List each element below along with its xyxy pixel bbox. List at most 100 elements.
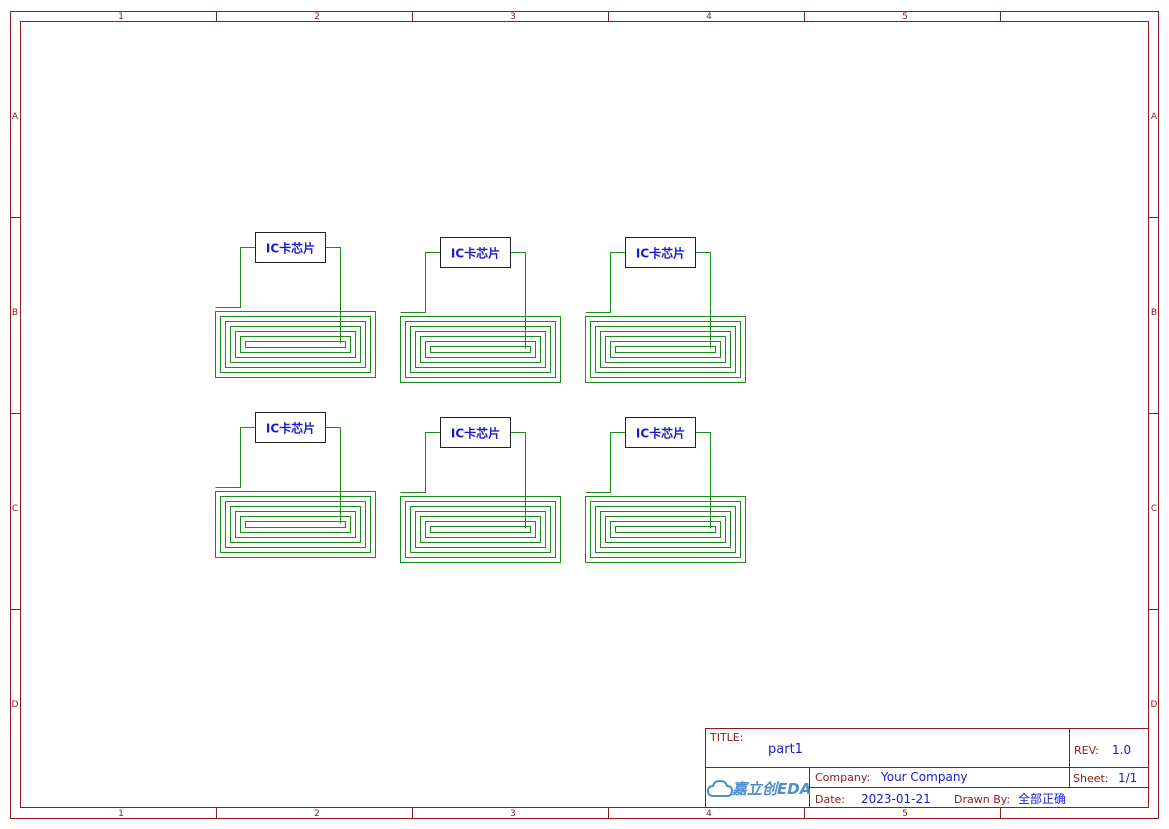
lead-wire bbox=[510, 252, 526, 349]
title-value: part1 bbox=[768, 742, 803, 757]
lead-wire bbox=[215, 247, 256, 308]
coil-loop bbox=[225, 501, 366, 548]
coil-loop bbox=[605, 516, 726, 543]
circuit-area: IC卡芯片 IC卡芯片 IC卡芯片 IC卡芯片 IC卡芯片 IC卡芯片 bbox=[215, 232, 746, 563]
coil-loop bbox=[400, 496, 561, 563]
logo-text: 嘉立创EDA bbox=[731, 780, 811, 798]
chip-label: IC卡芯片 bbox=[636, 426, 685, 441]
coil-loop bbox=[590, 501, 741, 558]
coil-loop bbox=[410, 326, 551, 373]
coil-loop bbox=[245, 341, 346, 348]
coil-loop bbox=[605, 336, 726, 363]
coil-loop bbox=[420, 336, 541, 363]
chip-box[interactable] bbox=[255, 232, 326, 263]
row-label-left: D bbox=[12, 700, 19, 710]
chip-box[interactable] bbox=[255, 412, 326, 443]
drawn-by-label: Drawn By: bbox=[954, 793, 1010, 806]
zone-labels: 1 2 3 4 5 1 2 3 4 5 A B C D A B C D bbox=[12, 12, 1158, 819]
col-label-top: 3 bbox=[510, 12, 516, 22]
lead-wire bbox=[585, 252, 626, 313]
coil-loop bbox=[405, 321, 556, 378]
coil-loop bbox=[225, 321, 366, 368]
col-label-bottom: 2 bbox=[314, 809, 320, 819]
row-label-left: B bbox=[12, 308, 18, 318]
company-label: Company: bbox=[815, 771, 870, 784]
row-label-right: C bbox=[1151, 504, 1157, 514]
chip-label: IC卡芯片 bbox=[266, 421, 315, 436]
chip-box[interactable] bbox=[625, 417, 696, 448]
lead-wire bbox=[325, 427, 341, 524]
coil-circuit: IC卡芯片 bbox=[400, 417, 561, 563]
col-label-bottom: 4 bbox=[706, 809, 712, 819]
coil-loop bbox=[600, 331, 731, 368]
chip-box[interactable] bbox=[440, 417, 511, 448]
col-label-bottom: 5 bbox=[902, 809, 908, 819]
coil-loop bbox=[425, 521, 536, 538]
chip-label: IC卡芯片 bbox=[451, 246, 500, 261]
row-label-right: A bbox=[1151, 112, 1158, 122]
outer-border bbox=[10, 11, 1159, 819]
coil-loop bbox=[245, 521, 346, 528]
coil-circuit: IC卡芯片 bbox=[215, 412, 376, 558]
coil-loop bbox=[615, 526, 716, 533]
coil-loop bbox=[215, 311, 376, 378]
chip-box[interactable] bbox=[625, 237, 696, 268]
coil-circuit: IC卡芯片 bbox=[400, 237, 561, 383]
lead-wire bbox=[695, 432, 711, 529]
coil-loop bbox=[610, 341, 721, 358]
date-value: 2023-01-21 bbox=[861, 792, 931, 806]
coil-loop bbox=[610, 521, 721, 538]
coil-loop bbox=[415, 331, 546, 368]
coil-loop bbox=[425, 341, 536, 358]
coil-loop bbox=[595, 506, 736, 553]
date-label: Date: bbox=[815, 793, 845, 806]
coil-loop bbox=[220, 496, 371, 553]
coil-loop bbox=[600, 511, 731, 548]
company-value: Your Company bbox=[880, 770, 968, 784]
coil-loop bbox=[430, 346, 531, 353]
drawn-by-value: 全部正确 bbox=[1018, 791, 1066, 806]
coil-loop bbox=[240, 516, 351, 533]
sheet-label: Sheet: bbox=[1073, 772, 1109, 785]
coil-loop bbox=[235, 511, 356, 538]
chip-label: IC卡芯片 bbox=[636, 246, 685, 261]
coil-loop bbox=[230, 326, 361, 363]
lead-wire bbox=[510, 432, 526, 529]
coil-loop bbox=[585, 496, 746, 563]
coil-circuit: IC卡芯片 bbox=[585, 237, 746, 383]
coil-loop bbox=[415, 511, 546, 548]
zone-dividers bbox=[10, 11, 1159, 819]
coil-loop bbox=[400, 316, 561, 383]
rev-label: REV: bbox=[1074, 744, 1099, 757]
col-label-top: 5 bbox=[902, 12, 908, 22]
coil-loop bbox=[240, 336, 351, 353]
rev-value: 1.0 bbox=[1112, 743, 1131, 757]
coil-loop bbox=[230, 506, 361, 543]
coil-circuit: IC卡芯片 bbox=[585, 417, 746, 563]
coil-loop bbox=[405, 501, 556, 558]
row-label-right: D bbox=[1151, 700, 1158, 710]
lead-wire bbox=[400, 252, 441, 313]
lead-wire bbox=[215, 427, 256, 488]
coil-loop bbox=[615, 346, 716, 353]
lead-wire bbox=[695, 252, 711, 349]
inner-border bbox=[20, 21, 1149, 808]
row-label-right: B bbox=[1151, 308, 1157, 318]
lead-wire bbox=[400, 432, 441, 493]
chip-label: IC卡芯片 bbox=[451, 426, 500, 441]
lead-wire bbox=[585, 432, 626, 493]
row-label-left: C bbox=[12, 504, 18, 514]
logo: 嘉立创EDA bbox=[706, 779, 811, 798]
chip-label: IC卡芯片 bbox=[266, 241, 315, 256]
coil-circuit: IC卡芯片 bbox=[215, 232, 376, 378]
coil-loop bbox=[215, 491, 376, 558]
col-label-top: 4 bbox=[706, 12, 712, 22]
col-label-top: 2 bbox=[314, 12, 320, 22]
coil-loop bbox=[430, 526, 531, 533]
coil-loop bbox=[220, 316, 371, 373]
chip-box[interactable] bbox=[440, 237, 511, 268]
lead-wire bbox=[325, 247, 341, 344]
sheet-value: 1/1 bbox=[1118, 771, 1137, 785]
col-label-top: 1 bbox=[118, 12, 124, 22]
